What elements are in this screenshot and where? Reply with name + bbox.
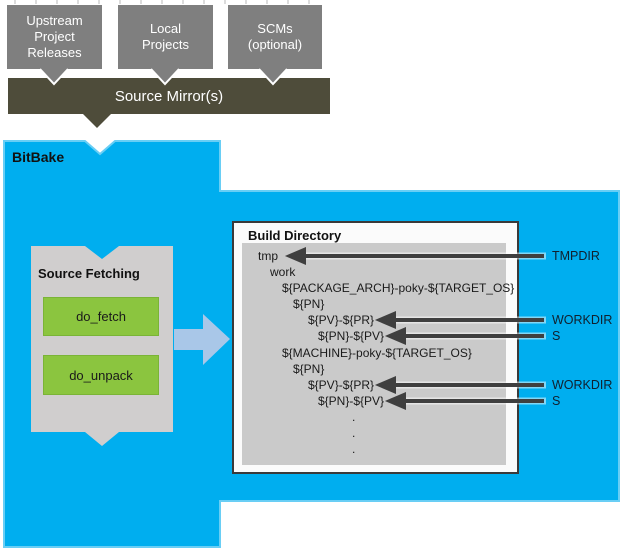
scms-tail-icon — [259, 69, 287, 84]
s-arrowhead-icon — [384, 326, 406, 346]
tree-line: tmp — [258, 249, 279, 263]
s-label: S — [552, 329, 561, 343]
local-tail-outline — [150, 68, 180, 86]
local-projects-label: Local Projects — [142, 21, 189, 52]
build-directory-title: Build Directory — [248, 228, 342, 243]
tmpdir-label: TMPDIR — [552, 249, 600, 263]
tree-line: ${PN} — [293, 297, 325, 312]
arrow-halos — [298, 252, 546, 405]
tmpdir-arrowhead-icon — [284, 246, 306, 266]
tree-line: ${MACHINE}-poky-${TARGET_OS} — [282, 345, 472, 360]
workdir-arrowhead-icon — [374, 375, 396, 395]
scms-optional-box: SCMs (optional) — [228, 5, 322, 69]
tree-line: ${PV}-${PR} — [308, 313, 375, 328]
bitbake-label: BitBake — [12, 149, 65, 165]
workdir-label: WORKDIR — [552, 378, 613, 392]
upstream-project-releases-label: Upstream Project Releases — [26, 13, 83, 60]
tree-line: work — [270, 265, 296, 280]
upstream-tail-icon — [40, 69, 68, 84]
grid-ticks — [14, 0, 314, 4]
tree-ellipsis-dot: . — [352, 426, 356, 441]
scms-tail-outline — [258, 68, 288, 86]
tree-ellipsis-dot: . — [352, 409, 356, 424]
do-unpack-task-box: do_unpack — [43, 355, 159, 395]
build-directory-box: Build Directory tmp work ${PACKAGE_ARCH}… — [232, 221, 519, 474]
workdir-arrowhead-icon — [374, 310, 396, 330]
s-label: S — [552, 394, 561, 408]
source-fetching-panel-shape — [31, 246, 173, 446]
workdir-label: WORKDIR — [552, 313, 613, 327]
source-mirror-label: Source Mirror(s) — [114, 87, 224, 105]
upstream-project-releases-box: Upstream Project Releases — [7, 5, 102, 69]
tree-line: ${PV}-${PR} — [308, 377, 375, 392]
tree-ellipsis-dot: . — [352, 442, 356, 457]
local-tail-icon — [151, 69, 179, 84]
local-projects-box: Local Projects — [118, 5, 213, 69]
tree-line: ${PACKAGE_ARCH}-poky-${TARGET_OS} — [282, 281, 515, 296]
do-unpack-label: do_unpack — [69, 367, 133, 383]
source-fetching-title: Source Fetching — [38, 266, 140, 281]
flow-arrow-right-icon — [174, 314, 230, 365]
tree-line: ${PN}-${PV} — [318, 329, 385, 344]
scms-optional-label: SCMs (optional) — [247, 21, 303, 52]
source-mirror-box: Source Mirror(s) — [8, 78, 330, 114]
source-mirror-tail-icon — [82, 113, 112, 128]
upstream-tail-outline — [39, 68, 69, 86]
tree-line: ${PN} — [293, 361, 325, 376]
tree-line: ${PN}-${PV} — [318, 393, 385, 408]
s-arrowhead-icon — [384, 391, 406, 411]
do-fetch-label: do_fetch — [76, 309, 126, 324]
do-fetch-task-box: do_fetch — [43, 297, 159, 336]
build-directory-tree: tmp work ${PACKAGE_ARCH}-poky-${TARGET_O… — [242, 243, 515, 465]
